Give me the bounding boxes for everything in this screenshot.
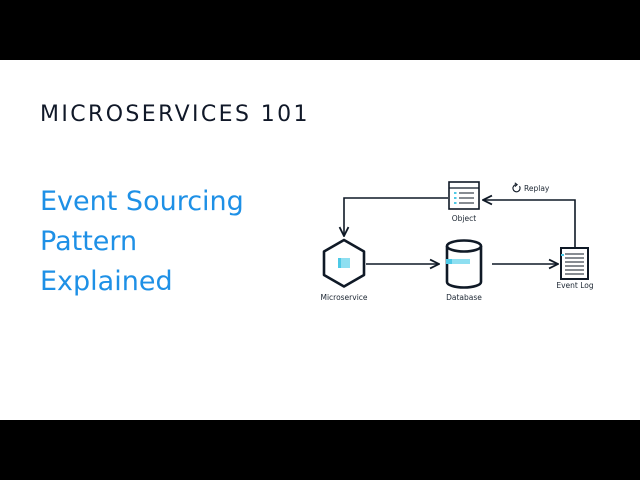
main-title-line-1: Event Sourcing — [40, 186, 244, 217]
series-title: MICROSERVICES 101 — [40, 102, 310, 127]
main-title: Event Sourcing Pattern Explained — [40, 182, 244, 302]
replay-label: Replay — [524, 184, 550, 193]
object-node — [448, 181, 480, 210]
microservice-label: Microservice — [320, 293, 367, 302]
main-title-line-2: Pattern — [40, 226, 138, 257]
event-log-document-icon — [560, 247, 589, 280]
slide: MICROSERVICES 101 Event Sourcing Pattern… — [0, 60, 640, 420]
object-to-microservice-arrow — [344, 197, 448, 236]
database-cylinder-icon — [445, 239, 483, 289]
event-log-label: Event Log — [556, 281, 594, 290]
replay-icon — [512, 182, 521, 193]
object-label: Object — [452, 214, 476, 223]
replay-arrow — [483, 200, 576, 248]
database-label: Database — [446, 293, 482, 302]
microservice-hexagon-icon — [322, 238, 366, 288]
main-title-line-3: Explained — [40, 266, 173, 297]
event-sourcing-diagram: Object Replay Microservice Database — [320, 181, 594, 302]
